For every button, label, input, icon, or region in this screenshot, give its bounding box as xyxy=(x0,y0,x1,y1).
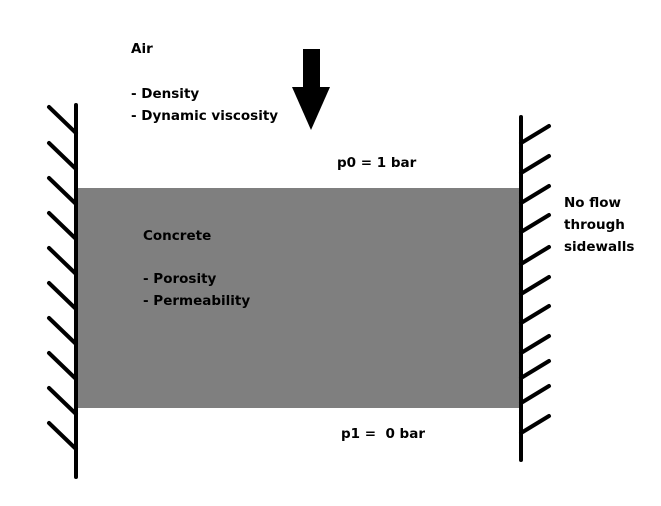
concrete-property-porosity: - Porosity xyxy=(143,271,217,287)
hatch-mark xyxy=(47,246,78,276)
flow-arrow-icon xyxy=(292,49,330,130)
concrete-block xyxy=(76,188,521,408)
side-bc-line-2: through xyxy=(564,217,625,233)
top-boundary-condition: p0 = 1 bar xyxy=(337,155,417,171)
air-title: Air xyxy=(131,41,153,57)
bottom-boundary-condition: p1 = 0 bar xyxy=(341,426,425,442)
hatch-mark xyxy=(47,281,78,311)
hatch-mark xyxy=(47,141,78,171)
hatch-mark xyxy=(519,275,551,296)
hatch-mark xyxy=(47,211,78,241)
hatch-mark xyxy=(47,421,78,451)
hatch-mark xyxy=(519,304,551,325)
hatch-mark xyxy=(47,105,78,135)
right-wall-hatching xyxy=(519,124,551,435)
hatch-mark xyxy=(47,386,78,416)
hatch-mark xyxy=(519,245,551,266)
side-bc-line-3: sidewalls xyxy=(564,239,635,255)
hatch-mark xyxy=(519,184,551,205)
concrete-property-permeability: - Permeability xyxy=(143,293,251,309)
side-bc-line-1: No flow xyxy=(564,195,622,211)
hatch-mark xyxy=(47,316,78,346)
air-property-density: - Density xyxy=(131,86,200,102)
hatch-mark xyxy=(519,384,551,405)
hatch-mark xyxy=(47,351,78,381)
concrete-title: Concrete xyxy=(143,228,212,244)
hatch-mark xyxy=(519,414,551,435)
hatch-mark xyxy=(47,176,78,206)
left-wall-hatching xyxy=(47,105,78,451)
hatch-mark xyxy=(519,359,551,380)
hatch-mark xyxy=(519,124,551,145)
hatch-mark xyxy=(519,334,551,355)
air-property-viscosity: - Dynamic viscosity xyxy=(131,108,279,124)
hatch-mark xyxy=(519,154,551,175)
hatch-mark xyxy=(519,213,551,234)
